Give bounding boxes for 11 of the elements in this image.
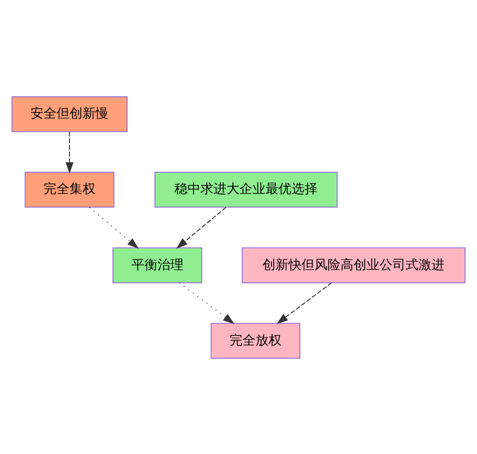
node-box: 平衡治理 bbox=[112, 246, 202, 283]
arrow bbox=[66, 130, 74, 174]
node-box: 安全但创新慢 bbox=[12, 96, 128, 132]
node-box: 创新快但风险高创业公司式激进 bbox=[242, 246, 466, 283]
node-box: 稳中求进大企业最优选择 bbox=[154, 171, 338, 208]
arrow bbox=[89, 206, 139, 248]
node-box: 完全集权 bbox=[24, 171, 114, 208]
arrow bbox=[176, 206, 226, 248]
arrow bbox=[178, 282, 234, 324]
node-box: 完全放权 bbox=[210, 322, 300, 358]
arrow bbox=[276, 282, 332, 324]
